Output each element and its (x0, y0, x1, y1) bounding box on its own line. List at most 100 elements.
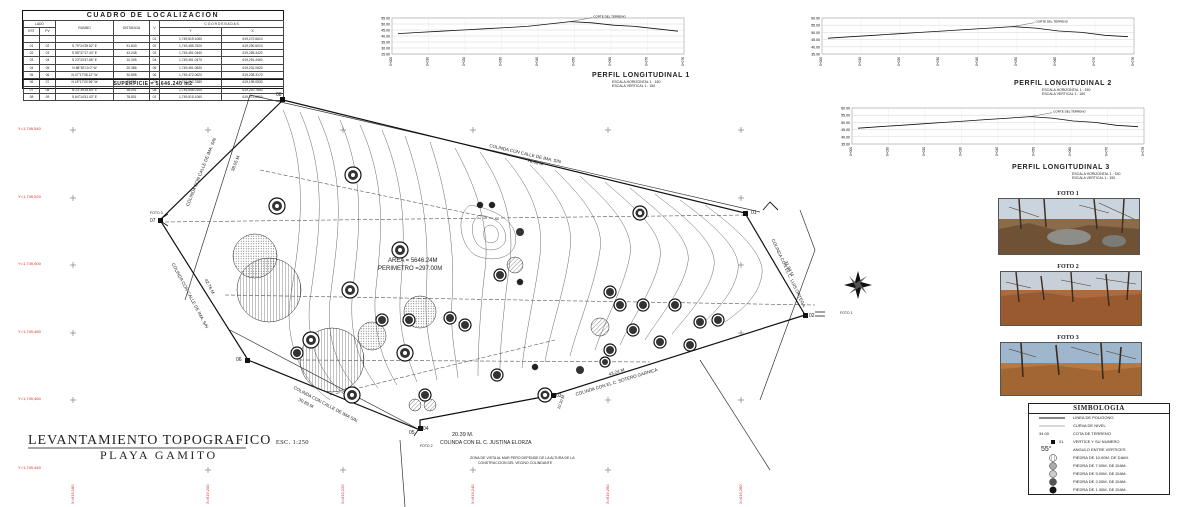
note-bottom-2: CONSTRUCCION DEL VECINO COLINDANTE (478, 461, 553, 465)
profile-note: CORTE DEL TERRENO (593, 15, 626, 19)
superficie-total: SUPERFICIE = 5,646.240 m2 (23, 79, 283, 88)
rock-2m (506, 256, 524, 274)
profile-ytick: 45.00 (841, 128, 850, 132)
vertex-07: 07 (150, 218, 156, 224)
profile-ytick: 40.00 (381, 35, 390, 39)
y-coord: Y=1,749,440 (18, 465, 41, 470)
legend-item: PIEDRA DE 7.00M. DE DIAM. (1029, 462, 1169, 470)
profile-ytick: 50.00 (381, 23, 390, 27)
profile-xtick: 0+020 (922, 147, 926, 156)
rock-10m-icon (1049, 454, 1057, 462)
rock-1m (531, 363, 539, 371)
profile-xtick: 0+050 (1014, 57, 1018, 66)
location-table-grid: LADO RUMBO DISTANCIA V C O O R D E N A D… (22, 19, 285, 102)
rock-1m (516, 278, 524, 286)
legend-item: 55° ANGULO ENTRE VERTICES (1041, 446, 1126, 453)
profile-xtick: 0+050 (572, 57, 576, 66)
profile-xtick: 0+076 (1141, 147, 1145, 156)
trees (268, 166, 725, 404)
foto-2-label: FOTO 2 (420, 444, 433, 448)
hdr-pv: PV (38, 27, 57, 36)
foto-1-label: FOTO 1 (840, 311, 853, 315)
table-cell-x: 619,290.6010 (221, 41, 285, 51)
legend-title: SIMBOLOGIA (1029, 404, 1169, 414)
y-coord: Y=1,749,540 (18, 126, 41, 131)
rock-2m (408, 398, 422, 412)
table-cell-pv: 08 (38, 85, 57, 94)
rocks (232, 201, 610, 412)
grid-ticks (70, 127, 744, 473)
table-cell-pv: 02 (38, 41, 57, 51)
vertex-04: 04 (423, 426, 429, 432)
profile-xtick: 0+020 (462, 57, 466, 66)
profile-3-scale-v: ESCALA VERTICAL 1 : 150 (1072, 176, 1116, 180)
table-cell-pv: 03 (38, 49, 57, 58)
vertex-08: 08 (276, 92, 282, 98)
profile-2-scale-v: ESCALA VERTICAL 1 : 150 (1042, 92, 1086, 96)
vertex-05: 05 (409, 430, 415, 436)
x-coord: X=619,220 (340, 484, 345, 504)
page-title: LEVANTAMIENTO TOPOGRAFICO ESC. 1:250 (28, 433, 309, 449)
table-cell-x: 619,251.4460 (221, 56, 285, 65)
profile-xtick: 0+010 (858, 57, 862, 66)
profile-1-scale-v: ESCALA VERTICAL 1 : 150 (612, 84, 656, 88)
profile-note-leader (1030, 112, 1053, 117)
cota-value: 34.00 (1039, 431, 1050, 436)
note-bottom-1: ZONA DE VISTA AL MAR PERO DEPENDE DE LA … (470, 456, 575, 460)
polygon-line-icon (1039, 417, 1065, 419)
title-underline (28, 447, 246, 449)
profile-ytick: 45.00 (381, 29, 390, 33)
profile-xtick: 0+000 (819, 57, 823, 66)
hdr-x: X (221, 27, 285, 36)
profile-note-leader (570, 17, 593, 22)
inner-boundary (419, 394, 554, 421)
north-arrow (844, 271, 872, 299)
profile-xtick: 0+030 (936, 57, 940, 66)
legend-item: PIEDRA DE 1.30M. DE DIAM. (1029, 486, 1169, 494)
profile-ytick: 35.00 (381, 41, 390, 45)
profile-xtick: 0+030 (959, 147, 963, 156)
photo-markers (161, 213, 825, 437)
rock-2m (590, 317, 610, 337)
photo-1-title: FOTO 1 (1057, 191, 1079, 197)
profile-xtick: 0+070 (1105, 147, 1109, 156)
legend-item: PIEDRA DE 10.00M. DE DIAM. (1029, 454, 1169, 462)
table-cell-x: 619,255.4420 (221, 49, 285, 58)
profile-ytick: 25.00 (381, 53, 390, 57)
legend-box: SIMBOLOGIA LINEA DE POLIGONO CURVA DE NI… (1028, 403, 1170, 495)
legend-item: PIEDRA DE 5.00M. DE DIAM. (1029, 470, 1169, 478)
profile-1-scale-h: ESCALA HORIZONTAL 1 : 150 (612, 80, 661, 84)
table-cell-pv: 04 (38, 56, 57, 65)
profile-3-title: PERFIL LONGITUDINAL 3 (1012, 164, 1110, 171)
corner-mark (762, 201, 779, 211)
table-cell-pv (38, 34, 57, 43)
profile-ytick: 35.00 (811, 53, 820, 57)
profile-ytick: 45.00 (811, 38, 820, 42)
vertex-01: 01 (751, 210, 757, 216)
profile-xtick: 0+040 (535, 57, 539, 66)
photo-1-image (999, 199, 1139, 254)
page-title-text: LEVANTAMIENTO TOPOGRAFICO (28, 433, 272, 448)
profile-ytick: 30.00 (381, 47, 390, 51)
hdr-coordenadas: C O O R D E N A D A S (159, 19, 285, 29)
x-coord: X=619,260 (605, 484, 610, 504)
x-coord: X=619,240 (470, 484, 475, 504)
profile-ytick: 55.00 (841, 114, 850, 118)
legend-item: PIEDRA DE 2.00M. DE DIAM. (1029, 478, 1169, 486)
foto-3-label: FOTO 3 (150, 211, 163, 215)
table-cell-pv: 05 (38, 63, 57, 73)
profile-3-scale-h: ESCALA HORIZONTAL 1 : 150 (1072, 172, 1121, 176)
profile-xtick: 0+040 (975, 57, 979, 66)
